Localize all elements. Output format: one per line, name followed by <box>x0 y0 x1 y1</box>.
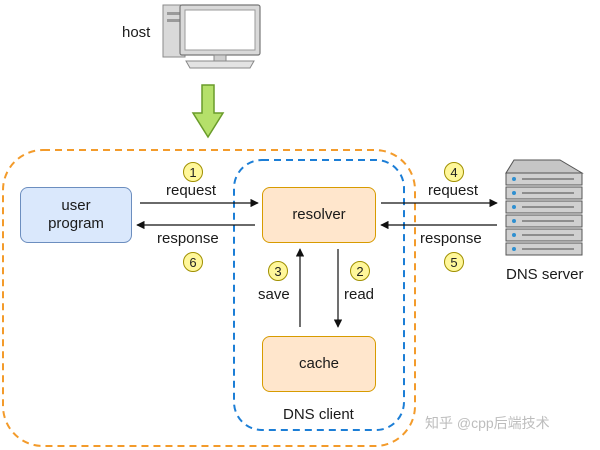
resolver-box: resolver <box>262 187 376 243</box>
step-badge-6: 6 <box>183 252 203 272</box>
host-computer-icon <box>162 4 261 69</box>
step-badge-3: 3 <box>268 261 288 281</box>
request-label-right: request <box>428 182 479 199</box>
request-label-left: request <box>166 182 217 199</box>
response-label-left: response <box>157 230 219 247</box>
step-badge-4: 4 <box>444 162 464 182</box>
host-boundary <box>2 149 416 447</box>
user-program-box: user program <box>20 187 132 243</box>
step-badge-2: 2 <box>350 261 370 281</box>
server-rack-icon <box>505 159 584 256</box>
read-label: read <box>344 286 375 303</box>
dns-server-label: DNS server <box>506 266 584 283</box>
dns-client-label: DNS client <box>283 406 354 423</box>
watermark: 知乎 @cpp后端技术 <box>425 415 550 431</box>
dns-client-boundary <box>233 159 405 431</box>
cache-box: cache <box>262 336 376 392</box>
response-label-right: response <box>420 230 482 247</box>
step-badge-1: 1 <box>183 162 203 182</box>
down-arrow-icon <box>191 84 225 139</box>
step-badge-5: 5 <box>444 252 464 272</box>
save-label: save <box>258 286 290 303</box>
host-label: host <box>122 24 151 41</box>
